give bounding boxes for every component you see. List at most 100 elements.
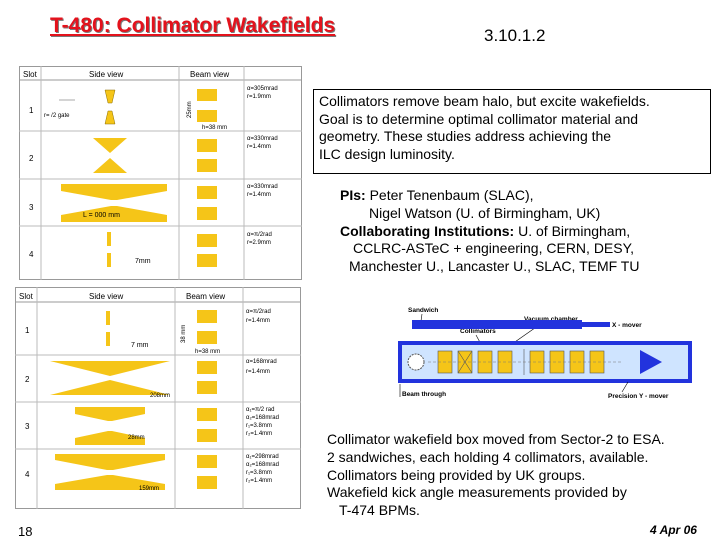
collimator-jaw — [107, 232, 111, 246]
dim-label: 159mm — [139, 486, 159, 492]
collimator-block — [529, 350, 545, 374]
collimator-jaw — [93, 158, 127, 173]
slot-label: 3 — [25, 422, 30, 431]
collimator-jaw — [61, 206, 167, 222]
beam-view-block — [197, 186, 217, 199]
param-label: r=2.9mm — [247, 240, 271, 246]
collimator-table-top: Slot Side view Beam view 1 2 3 4 r= /2 g… — [19, 66, 302, 280]
param-label: r=1.4mm — [247, 192, 271, 198]
param-label: α₂=168mrad — [246, 462, 279, 468]
institution-text: CCLRC-ASTeC + engineering, CERN, DESY, — [353, 240, 635, 257]
mover-rail — [412, 320, 582, 329]
slot-label: 2 — [29, 154, 34, 163]
diagram-label: Sandwich — [408, 307, 438, 314]
param-label: r=1.9mm — [247, 94, 271, 100]
dim-label: h=38 mm — [202, 125, 227, 131]
beam-view-block — [197, 89, 217, 101]
col-header-beam: Beam view — [186, 292, 225, 301]
param-label: α₁=π/2 rad — [246, 407, 274, 413]
wbs-code: 3.10.1.2 — [484, 26, 546, 45]
collimator-jaw — [50, 380, 170, 395]
caption-line: Collimators being provided by UK groups. — [327, 466, 586, 483]
pi-label: PIs: — [340, 187, 366, 203]
box-caption: Collimator wakefield box moved from Sect… — [327, 431, 665, 520]
description-line: ILC design luminosity. — [319, 145, 455, 162]
col-header-beam: Beam view — [190, 70, 229, 79]
param-label: α=330mrad — [247, 136, 278, 142]
description-box: Collimators remove beam halo, but excite… — [313, 89, 711, 174]
institution-text: Manchester U., Lancaster U., SLAC, TEMF … — [349, 258, 640, 275]
diagram-label: X - mover — [612, 322, 642, 329]
dim-label: 25mm — [187, 101, 193, 118]
param-label: α=168mrad — [246, 359, 277, 365]
dim-label: r= /2 gate — [44, 113, 70, 119]
slot-label: 3 — [29, 203, 34, 212]
dim-label: 7 mm — [131, 342, 149, 349]
param-label: r₂=1.4mm — [246, 431, 272, 437]
dim-label: h=38 mm — [195, 349, 220, 355]
beam-view-block — [197, 310, 217, 323]
slot-label: 1 — [29, 106, 34, 115]
diagram-label: Precision Y - mover — [608, 393, 669, 400]
beam-view-block — [197, 234, 217, 247]
slot-label: 4 — [25, 470, 30, 479]
caption-line: Wakefield kick angle measurements provid… — [327, 484, 627, 501]
col-header-slot: Slot — [23, 70, 38, 79]
collimator-jaw — [75, 407, 145, 421]
beam-view-block — [197, 408, 217, 421]
mover-wedge — [640, 350, 662, 374]
param-label: r₁=3.8mm — [246, 423, 272, 429]
col-header-side: Side view — [89, 292, 123, 301]
collimator-jaw — [104, 110, 116, 125]
collimator-block — [549, 350, 565, 374]
collimator-block — [589, 350, 605, 374]
slot-label: 2 — [25, 375, 30, 384]
beam-view-block — [197, 476, 217, 489]
beam-view-block — [197, 254, 217, 267]
mover-arm — [582, 322, 610, 327]
collimator-jaw — [61, 184, 167, 200]
slide-date: 4 Apr 06 — [650, 523, 697, 537]
institution-text: U. of Birmingham, — [518, 222, 631, 239]
col-header-side: Side view — [89, 70, 123, 79]
institutions-label: Collaborating Institutions: — [340, 222, 515, 239]
pi-name: Peter Tenenbaum (SLAC), — [369, 187, 534, 203]
collimator-jaw — [106, 311, 110, 325]
dim-label: 38 mm — [181, 325, 187, 343]
dim-label: 208mm — [150, 393, 170, 399]
diagram-label: Vacuum chamber — [524, 316, 578, 323]
wakefield-box-diagram: Sandwich Collimators Vacuum chamber X - … — [398, 307, 692, 400]
beam-view-block — [197, 455, 217, 468]
diagram-label: Collimators — [460, 328, 496, 335]
beam-view-block — [197, 381, 217, 394]
slot-label: 4 — [29, 250, 34, 259]
collimator-jaw — [55, 454, 165, 470]
dim-label: 7mm — [135, 258, 151, 265]
collimator-table-bottom: Slot Side view Beam view 1 2 3 4 7 mm 38… — [15, 287, 301, 509]
beam-view-block — [197, 159, 217, 172]
slide-number: 18 — [18, 524, 33, 539]
param-label: r=1.4mm — [246, 318, 270, 324]
beam-view-block — [197, 207, 217, 220]
dim-label: L = 000 mm — [83, 212, 120, 219]
caption-line: 2 sandwiches, each holding 4 collimators… — [327, 448, 649, 465]
param-label: α=330mrad — [247, 184, 278, 190]
param-label: r₁=3.8mm — [246, 470, 272, 476]
param-label: r=1.4mm — [247, 144, 271, 150]
dim-label: 28mm — [128, 435, 145, 441]
param-label: α=π/2rad — [247, 232, 272, 238]
description-line: geometry. These studies address achievin… — [319, 128, 612, 144]
collimator-jaw — [107, 253, 111, 267]
collimator-block — [569, 350, 585, 374]
param-label: α₂=168mrad — [246, 415, 279, 421]
beam-view-block — [197, 361, 217, 374]
param-label: α=π/2rad — [246, 309, 271, 315]
param-label: α₁=298mrad — [246, 454, 279, 460]
param-label: r₂=1.4mm — [246, 478, 272, 484]
collimator-jaw — [75, 431, 145, 445]
collimator-jaw — [106, 332, 110, 346]
caption-line: Collimator wakefield box moved from Sect… — [327, 431, 665, 447]
caption-line: T-474 BPMs. — [339, 502, 420, 519]
param-label: α=305mrad — [247, 86, 278, 92]
diagram-label: Beam through — [402, 391, 446, 398]
